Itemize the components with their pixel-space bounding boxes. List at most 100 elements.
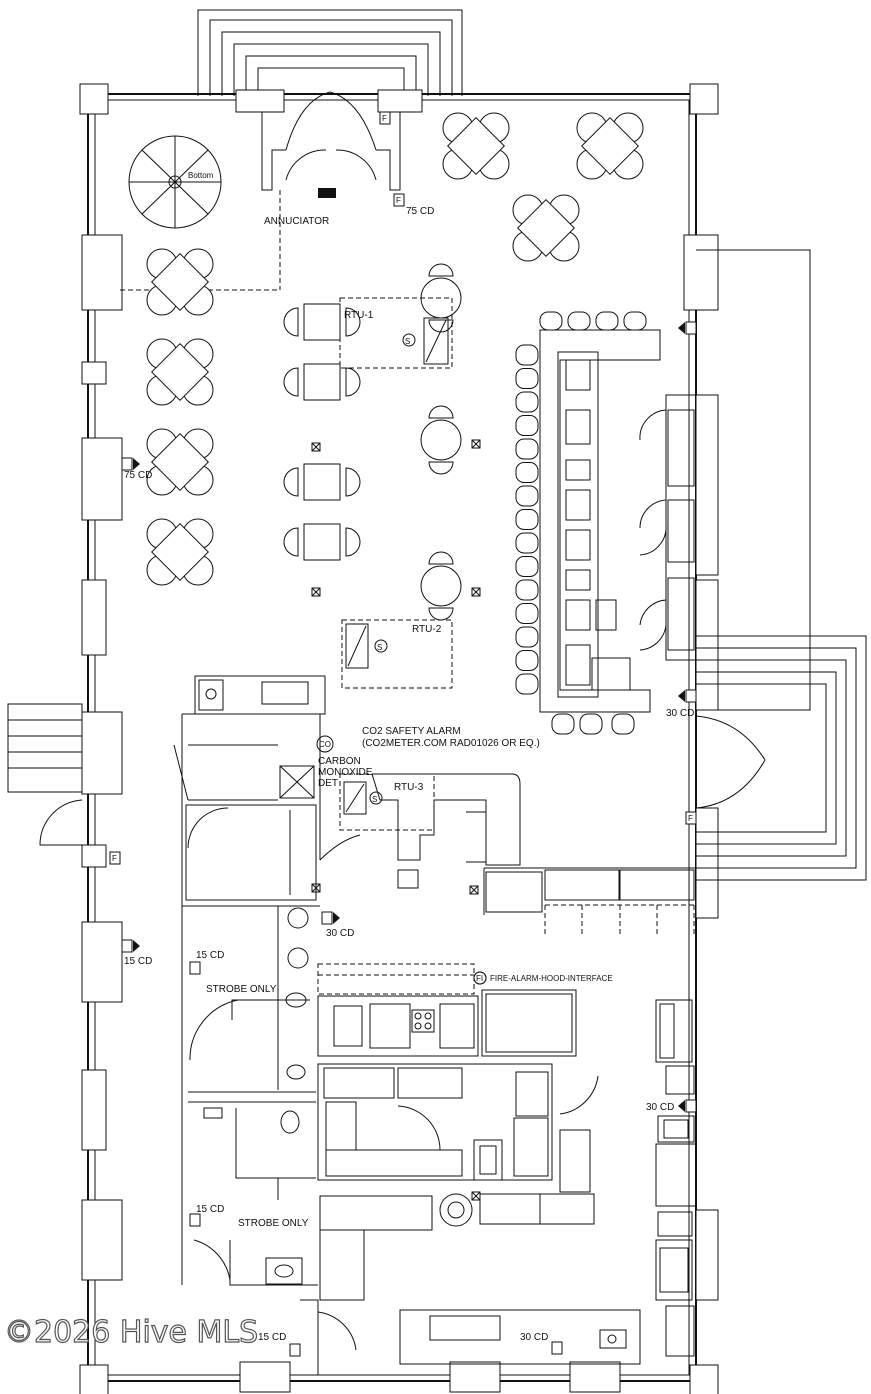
ceiling-marker [469, 885, 479, 895]
cd-label: 15 CD [124, 956, 152, 967]
ceiling-marker [471, 587, 481, 597]
co2-alarm-model: (CO2METER.COM RAD01026 OR EQ.) [362, 738, 540, 749]
table-top [447, 117, 505, 175]
chair [345, 367, 361, 397]
bar-stool [515, 603, 539, 624]
table-top [517, 199, 575, 257]
bar-stool [539, 311, 563, 331]
cd-label: 75 CD [124, 470, 152, 481]
chair [345, 527, 361, 557]
table-top [420, 565, 462, 607]
bar-stool [515, 344, 539, 366]
table-top [303, 463, 341, 501]
pull-station-tag: F [396, 196, 401, 205]
chair [428, 461, 454, 475]
right-kitchen-equipment [655, 999, 697, 1357]
square-table [283, 303, 361, 341]
diamond-table [146, 518, 214, 586]
cd-label: 15 CD [196, 950, 224, 961]
bar-stool [515, 368, 539, 389]
table-top [151, 523, 209, 581]
bar-stool [567, 311, 591, 331]
square-table [283, 363, 361, 401]
co2-alarm-label: CO2 SAFETY ALARM [362, 726, 461, 737]
bar-stool [515, 391, 539, 413]
chair [283, 527, 299, 557]
bar-stool [515, 485, 539, 507]
bar-stool [515, 579, 539, 601]
table-top [151, 253, 209, 311]
square-table [283, 523, 361, 561]
chair [283, 307, 299, 337]
cd-label: 30 CD [646, 1102, 674, 1113]
bar-stools [515, 311, 647, 735]
restrooms [181, 905, 357, 1375]
annunciator-label: ANNUCIATOR [264, 216, 329, 227]
right-double-door [695, 715, 766, 809]
dining-tables-round [420, 263, 462, 621]
fire-alarm-hood-label: FIRE-ALARM-HOOD-INTERFACE [490, 974, 613, 983]
side-canopies [696, 249, 867, 881]
table-top [151, 433, 209, 491]
bar-stool [579, 713, 603, 735]
cd-label: 30 CD [520, 1332, 548, 1343]
sensor-tag: S [405, 337, 410, 346]
table-top [303, 363, 341, 401]
strobe-only-label: STROBE ONLY [206, 984, 277, 995]
cd-label: 15 CD [196, 1204, 224, 1215]
round-table [420, 405, 462, 475]
table-top [303, 523, 341, 561]
dining-tables-square [283, 303, 361, 561]
stair-bottom-label: Bottom [188, 171, 214, 180]
bar-stool [611, 713, 635, 735]
diamond-table [512, 194, 580, 262]
chair [345, 467, 361, 497]
chair [345, 307, 361, 337]
chair [283, 367, 299, 397]
chair [428, 551, 454, 565]
bar-stool [623, 311, 647, 331]
table-top [581, 117, 639, 175]
ceiling-marker [471, 1191, 481, 1201]
chair [428, 319, 454, 333]
bar-stool [515, 626, 539, 648]
bar-stool [515, 650, 539, 671]
bar-stool [515, 438, 539, 460]
diamond-table [442, 112, 510, 180]
cd-label: 30 CD [326, 928, 354, 939]
bar-stool [515, 462, 539, 483]
fire-alarm-devices: F F F F [109, 111, 697, 1357]
chair [428, 405, 454, 419]
diamond-table [146, 248, 214, 316]
square-table [283, 463, 361, 501]
sensor-tag: S [372, 795, 377, 804]
carbon-monoxide-label: CARBON [318, 756, 361, 767]
diamond-table [146, 338, 214, 406]
co-symbol: CO [319, 740, 331, 749]
bar-stool [595, 311, 619, 331]
bar-stool [515, 415, 539, 436]
strobe-only-label: STROBE ONLY [238, 1218, 309, 1229]
ceiling-markers [311, 439, 481, 1201]
diamond-table [146, 428, 214, 496]
bar-stool [515, 532, 539, 554]
rtu-sensors [369, 333, 416, 805]
bar-stool [515, 556, 539, 577]
vestibule [235, 89, 423, 198]
fire-alarm-symbol: FI [476, 974, 483, 983]
pull-station-tag: F [382, 114, 387, 123]
chair [428, 607, 454, 621]
table-top [420, 419, 462, 461]
sensor-tag: S [377, 643, 382, 652]
bar-counter [539, 329, 661, 713]
dining-tables-diamond [146, 112, 644, 586]
back-bar-cabinets [639, 394, 697, 661]
diamond-table [576, 112, 644, 180]
ceiling-marker [311, 442, 321, 452]
ceiling-marker [311, 587, 321, 597]
table-top [151, 343, 209, 401]
bar-stool [515, 673, 539, 695]
pull-station-tag: F [688, 814, 693, 823]
bar-stool [515, 509, 539, 530]
rtu2-label: RTU-2 [412, 624, 442, 635]
